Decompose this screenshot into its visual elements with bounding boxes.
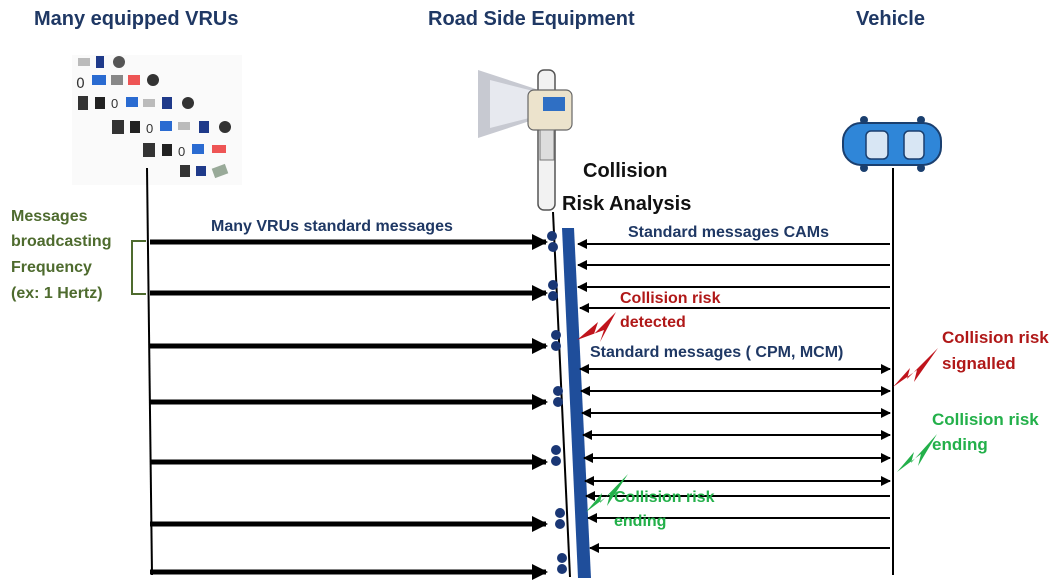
lightning-icon bbox=[893, 348, 938, 387]
risk-signalled-line1: Collision risk bbox=[942, 328, 1049, 347]
vru-lifeline bbox=[146, 167, 153, 576]
risk-ending-vehicle-line2: ending bbox=[932, 435, 988, 454]
rse-processing-bar bbox=[562, 228, 591, 578]
risk-ending-vehicle-line1: Collision risk bbox=[932, 410, 1039, 429]
vru-devices-icon: 0 0 0 0 bbox=[72, 55, 242, 185]
road-side-unit-icon bbox=[478, 69, 573, 211]
svg-text:0: 0 bbox=[146, 121, 153, 136]
cpm-mcm-arrows bbox=[579, 364, 891, 486]
lightning-icon bbox=[897, 434, 937, 472]
lightning-icon bbox=[577, 312, 616, 342]
vehicle-cam-arrows bbox=[577, 239, 890, 553]
risk-ending-rse-line1: Collision risk bbox=[614, 489, 715, 506]
vru-messages-label: Many VRUs standard messages bbox=[211, 218, 453, 235]
rse-analysis-title-line2: Risk Analysis bbox=[562, 193, 692, 215]
rse-header: Road Side Equipment bbox=[428, 8, 635, 30]
svg-text:0: 0 bbox=[76, 76, 85, 92]
cam-messages-label: Standard messages CAMs bbox=[628, 224, 829, 241]
frequency-note-line3: Frequency bbox=[11, 259, 92, 276]
vehicle-header: Vehicle bbox=[856, 8, 925, 30]
risk-signalled-line2: signalled bbox=[942, 354, 1016, 373]
svg-text:0: 0 bbox=[111, 96, 118, 111]
rse-analysis-title-line1: Collision bbox=[583, 160, 668, 182]
frequency-note-line2: broadcasting bbox=[11, 233, 112, 250]
vrus-header: Many equipped VRUs bbox=[34, 8, 239, 30]
risk-ending-rse-line2: ending bbox=[614, 513, 667, 530]
frequency-note-line1: Messages bbox=[11, 208, 88, 225]
frequency-bracket bbox=[131, 240, 146, 295]
frequency-note-line4: (ex: 1 Hertz) bbox=[11, 285, 103, 302]
risk-detected-line2: detected bbox=[620, 314, 686, 331]
lightning-icon bbox=[586, 474, 628, 512]
car-icon bbox=[842, 116, 942, 172]
vru-message-arrows bbox=[150, 234, 548, 580]
risk-detected-line1: Collision risk bbox=[620, 290, 721, 307]
cpm-mcm-messages-label: Standard messages ( CPM, MCM) bbox=[590, 344, 844, 361]
reception-dots bbox=[547, 231, 567, 574]
svg-text:0: 0 bbox=[178, 144, 185, 159]
